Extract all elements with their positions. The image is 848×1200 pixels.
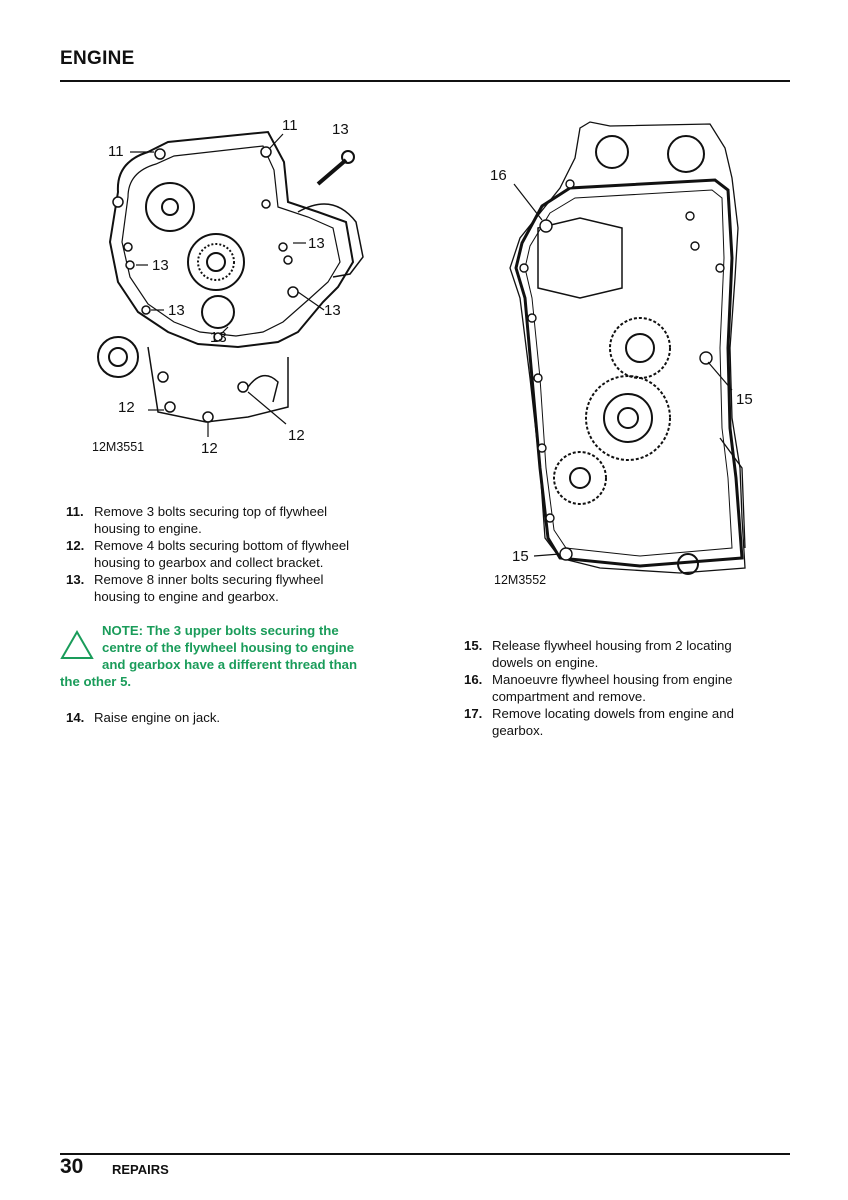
callout-15: 15 — [512, 548, 529, 565]
steps-list-left-2: 14. Raise engine on jack. — [60, 709, 400, 726]
section-label: REPAIRS — [112, 1162, 169, 1177]
step-number: 17. — [464, 706, 483, 721]
note-block: NOTE: The 3 upper bolts securing the cen… — [60, 622, 390, 690]
step-line: Remove locating dowels from engine and — [492, 706, 734, 721]
callout-11: 11 — [108, 143, 124, 160]
note-line: the other 5. — [60, 674, 132, 689]
page-number: 30 — [60, 1155, 84, 1178]
step-line: Release flywheel housing from 2 locating — [492, 638, 732, 653]
step-13: 13. Remove 8 inner bolts securing flywhe… — [60, 571, 400, 605]
callout-13: 13 — [332, 121, 349, 138]
callout-16: 16 — [490, 167, 507, 184]
callout-11: 11 — [282, 117, 298, 134]
step-12: 12. Remove 4 bolts securing bottom of fl… — [60, 537, 400, 571]
warning-triangle-icon — [60, 630, 94, 659]
callout-13: 13 — [152, 257, 169, 274]
page-title: ENGINE — [60, 48, 135, 69]
step-line: housing to gearbox and collect bracket. — [94, 555, 324, 570]
steps-list-left: 11. Remove 3 bolts securing top of flywh… — [60, 503, 400, 605]
step-line: Remove 4 bolts securing bottom of flywhe… — [94, 538, 350, 553]
callout-13: 13 — [308, 235, 325, 252]
figure-id: 12M3552 — [494, 573, 546, 587]
steps-list-right: 15. Release flywheel housing from 2 loca… — [458, 637, 798, 739]
callout-15: 15 — [736, 391, 753, 408]
step-number: 11. — [66, 504, 84, 519]
callout-12: 12 — [288, 427, 305, 444]
step-line: gearbox. — [492, 723, 544, 738]
callout-13: 13 — [210, 329, 227, 346]
step-number: 14. — [66, 710, 85, 725]
step-15: 15. Release flywheel housing from 2 loca… — [458, 637, 798, 671]
header-rule — [60, 80, 790, 82]
step-line: housing to engine. — [94, 521, 202, 536]
footer-rule — [60, 1153, 790, 1155]
step-16: 16. Manoeuvre flywheel housing from engi… — [458, 671, 798, 705]
callout-12: 12 — [201, 440, 218, 457]
note-line: and gearbox have a different thread than — [102, 657, 358, 672]
step-line: compartment and remove. — [492, 689, 646, 704]
note-line: centre of the flywheel housing to engine — [102, 640, 355, 655]
step-17: 17. Remove locating dowels from engine a… — [458, 705, 798, 739]
step-line: Raise engine on jack. — [94, 710, 221, 725]
callout-12: 12 — [118, 399, 135, 416]
callout-13: 13 — [168, 302, 185, 319]
step-number: 15. — [464, 638, 483, 653]
figure-flywheel-housing-bolts: 11 11 13 13 13 13 13 13 12 12 12 12M3551 — [88, 112, 378, 462]
step-line: Manoeuvre flywheel housing from engine — [492, 672, 733, 687]
figure-flywheel-housing-dowels: 16 15 15 12M3552 — [480, 118, 770, 596]
step-number: 12. — [66, 538, 85, 553]
figure-id: 12M3551 — [92, 440, 144, 454]
callout-13: 13 — [324, 302, 341, 319]
step-14: 14. Raise engine on jack. — [60, 709, 400, 726]
step-line: housing to engine and gearbox. — [94, 589, 279, 604]
step-line: dowels on engine. — [492, 655, 599, 670]
note-line: NOTE: The 3 upper bolts securing the — [102, 623, 339, 638]
step-line: Remove 3 bolts securing top of flywheel — [94, 504, 328, 519]
step-11: 11. Remove 3 bolts securing top of flywh… — [60, 503, 400, 537]
step-number: 16. — [464, 672, 483, 687]
step-number: 13. — [66, 572, 85, 587]
step-line: Remove 8 inner bolts securing flywheel — [94, 572, 324, 587]
